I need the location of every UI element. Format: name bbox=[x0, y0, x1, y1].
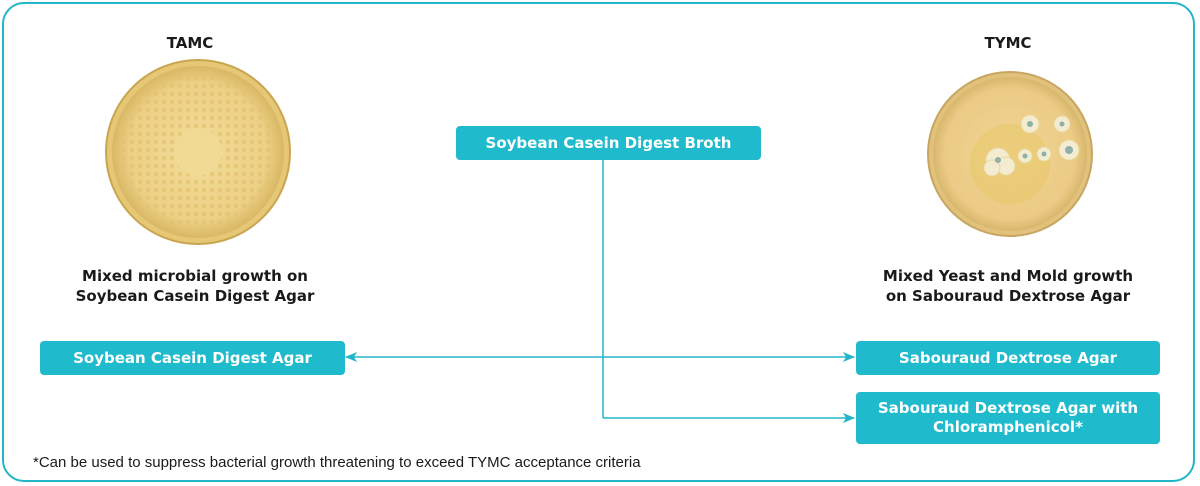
sabouraud-chloramphenicol-label-line2: Chloramphenicol* bbox=[933, 418, 1083, 436]
tymc-title: TYMC bbox=[984, 34, 1032, 52]
sabouraud-chloramphenicol-label-line1: Sabouraud Dextrose Agar with bbox=[877, 399, 1139, 417]
footnote: *Can be used to suppress bacterial growt… bbox=[33, 454, 641, 471]
tamc-caption: Mixed microbial growth on Soybean Casein… bbox=[60, 266, 330, 306]
soybean-casein-digest-agar-label: Soybean Casein Digest Agar bbox=[73, 348, 312, 367]
tamc-caption-line2: Soybean Casein Digest Agar bbox=[75, 287, 315, 305]
tamc-title: TAMC bbox=[166, 34, 214, 52]
tymc-petri-dish-image bbox=[926, 70, 1094, 238]
soybean-casein-digest-agar-box: Soybean Casein Digest Agar bbox=[40, 341, 345, 375]
sabouraud-dextrose-agar-box: Sabouraud Dextrose Agar bbox=[856, 341, 1160, 375]
tymc-caption-line2: on Sabouraud Dextrose Agar bbox=[885, 287, 1131, 305]
tamc-petri-dish-image bbox=[104, 58, 292, 246]
soybean-casein-digest-broth-box: Soybean Casein Digest Broth bbox=[456, 126, 761, 160]
tymc-caption-line1: Mixed Yeast and Mold growth bbox=[882, 267, 1134, 285]
sabouraud-dextrose-agar-chloramphenicol-box: Sabouraud Dextrose Agar with Chloramphen… bbox=[856, 392, 1160, 444]
tymc-caption: Mixed Yeast and Mold growth on Sabouraud… bbox=[873, 266, 1143, 306]
soybean-casein-digest-broth-label: Soybean Casein Digest Broth bbox=[485, 133, 732, 152]
tamc-caption-line1: Mixed microbial growth on bbox=[82, 267, 308, 285]
sabouraud-dextrose-agar-label: Sabouraud Dextrose Agar bbox=[898, 348, 1118, 367]
